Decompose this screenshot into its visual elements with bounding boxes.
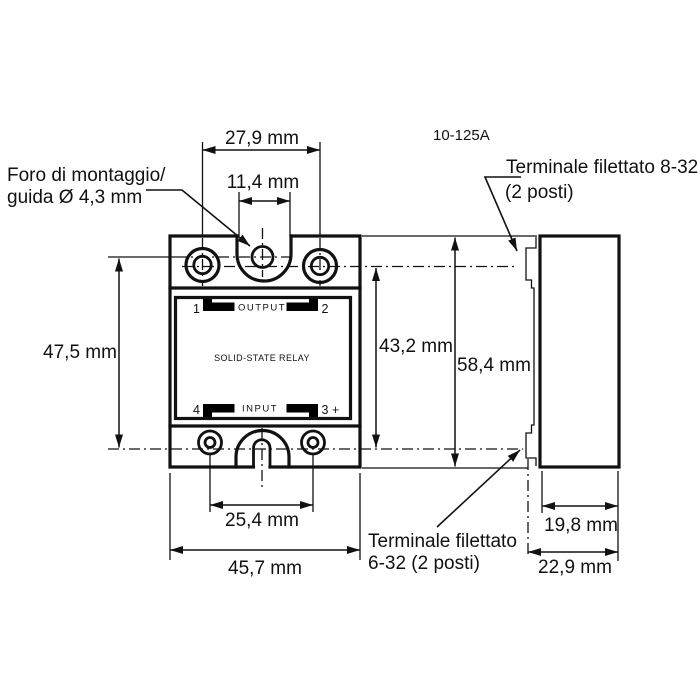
dim-bottom-hole-spacing-label: 25,4 mm [225, 510, 299, 531]
product-code: 10-125A [433, 127, 490, 144]
dimension-lines [114, 145, 618, 557]
dim-hole-vertical-spacing-label: 47,5 mm [43, 342, 117, 363]
dim-overall-height-label: 58,4 mm [457, 355, 531, 376]
side-view-left-profile [525, 237, 537, 466]
terminal-bar-input-left [203, 404, 235, 417]
terminal-bar-output-left [203, 299, 235, 311]
callout-bottom-terminal-line2: 6-32 (2 posti) [368, 553, 480, 574]
output-label: OUTPUT [238, 303, 286, 314]
front-section-lines [168, 286, 362, 428]
relay-face-panel [173, 295, 353, 421]
callout-top-terminal: Terminale filettato 8-32 (2 posti) [505, 157, 698, 203]
dim-top-slot-width-label: 11,4 mm [227, 172, 300, 193]
dim-overall-depth-label: 22,9 mm [538, 557, 612, 578]
callout-top-terminal-line2: (2 posti) [505, 182, 574, 203]
callout-bottom-terminal-line1: Terminale filettato [368, 531, 517, 552]
guide-hole [250, 245, 275, 269]
leader-bottom-terminal [436, 449, 521, 528]
callout-bottom-terminal: Terminale filettato 6-32 (2 posti) [368, 531, 517, 574]
leader-mounting-hole [146, 189, 251, 247]
callout-mounting-line1: Foro di montaggio/ [7, 165, 166, 186]
terminal-bar-input-right [286, 404, 318, 417]
input-label: INPUT [242, 404, 278, 415]
dim-overall-width-label: 45,7 mm [228, 558, 302, 579]
relay-name-label: SOLID-STATE RELAY [214, 353, 310, 363]
terminal-1-label: 1 [193, 302, 200, 316]
dim-top-hole-spacing-label: 27,9 mm [225, 128, 299, 149]
callout-mounting-line2: guida Ø 4,3 mm [7, 187, 142, 208]
side-view [525, 234, 621, 469]
screw-terminal-bottom-left [197, 429, 223, 456]
screw-terminal-bottom-right [300, 429, 326, 456]
side-view-body [538, 234, 621, 469]
mounting-slot-top [235, 234, 293, 283]
terminal-3-label: 3 + [322, 403, 340, 417]
front-view-outline [168, 234, 362, 469]
front-view: 1 OUTPUT 2 SOLID-STATE RELAY 4 INPUT 3 + [168, 234, 362, 469]
dim-terminal-span-label: 43,2 mm [379, 336, 453, 357]
terminal-4-label: 4 [193, 403, 200, 417]
terminal-2-label: 2 [322, 302, 329, 316]
mounting-slot-bottom [252, 438, 272, 467]
leader-top-terminal [483, 176, 521, 252]
dim-body-depth-label: 19,8 mm [544, 515, 618, 536]
terminal-bar-output-right [286, 299, 318, 311]
leader-lines [146, 176, 521, 528]
callout-mounting-hole: Foro di montaggio/ guida Ø 4,3 mm [7, 165, 166, 208]
callout-top-terminal-line1: Terminale filettato 8-32 [506, 157, 698, 178]
